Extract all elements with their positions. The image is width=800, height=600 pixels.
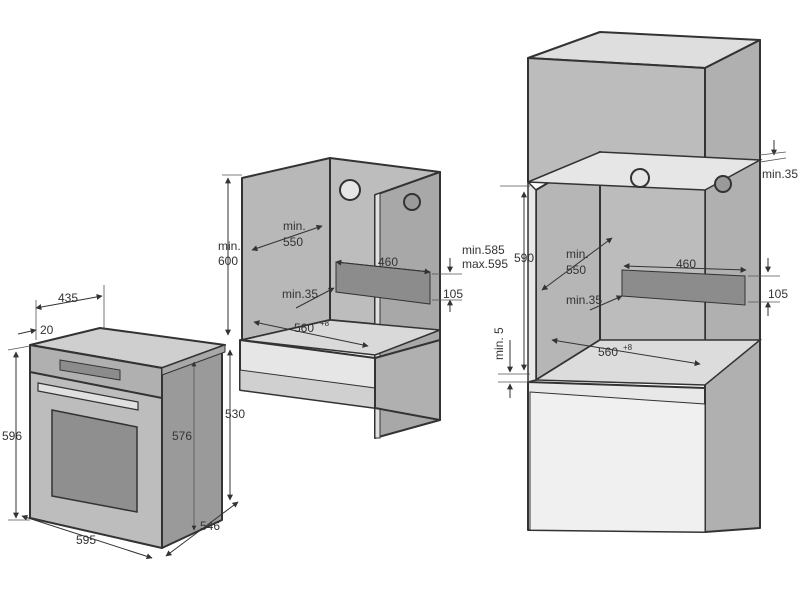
dim-560-tolerance: +8 [623,343,633,352]
dim-576: 576 [172,429,192,443]
dim-460: 460 [378,255,398,269]
dim-546: 546 [200,519,220,533]
base-side [374,339,441,421]
dim-560-tolerance: +8 [320,319,330,328]
column-frame-left [527,180,537,383]
dim-530: 530 [225,407,245,421]
vent-hole [714,175,732,193]
label-max-595: max.595 [462,257,508,271]
vent-hole [403,193,421,211]
dim-435: 435 [58,291,78,305]
oven-drawing [29,327,226,549]
label-min-5: min. 5 [492,327,506,360]
dim-596: 596 [2,429,22,443]
dim-560: 560 [294,321,314,335]
vent-slot [621,269,746,306]
label-min-550-b: 550 [283,235,303,249]
label-min-585: min.585 [462,243,505,257]
vent-hole [630,168,650,188]
oven-back-flange [161,344,226,376]
label-min-550-b: 550 [566,263,586,277]
oven-window [51,409,138,513]
oven-dimensions: 435 20 596 576 530 595 546 [2,285,245,560]
dim-560: 560 [598,345,618,359]
column-dimensions: min.35 min.585 max.595 590 min. 550 460 … [462,140,798,398]
dim-595: 595 [76,533,96,547]
label-min-35-top: min.35 [762,167,798,181]
dim-20: 20 [40,323,54,337]
under-counter-dimensions: min. 600 min. 550 460 105 min.35 560 +8 [218,174,463,348]
dim-105: 105 [443,287,463,301]
label-min-550-a: min. [283,219,306,233]
oven-display [59,359,121,381]
dim-590: 590 [514,251,534,265]
column-niche [527,31,763,533]
lower-cabinet-door [529,391,706,533]
vent-hole [339,179,361,201]
oven-handle [37,382,139,411]
label-min-35: min.35 [566,293,602,307]
label-min-600-a: min. [218,239,241,253]
under-counter-niche [239,157,441,439]
dim-105: 105 [768,287,788,301]
label-min-600-b: 600 [218,254,238,268]
dim-460: 460 [676,257,696,271]
label-min-550-a: min. [566,247,589,261]
label-min-35: min.35 [282,287,318,301]
